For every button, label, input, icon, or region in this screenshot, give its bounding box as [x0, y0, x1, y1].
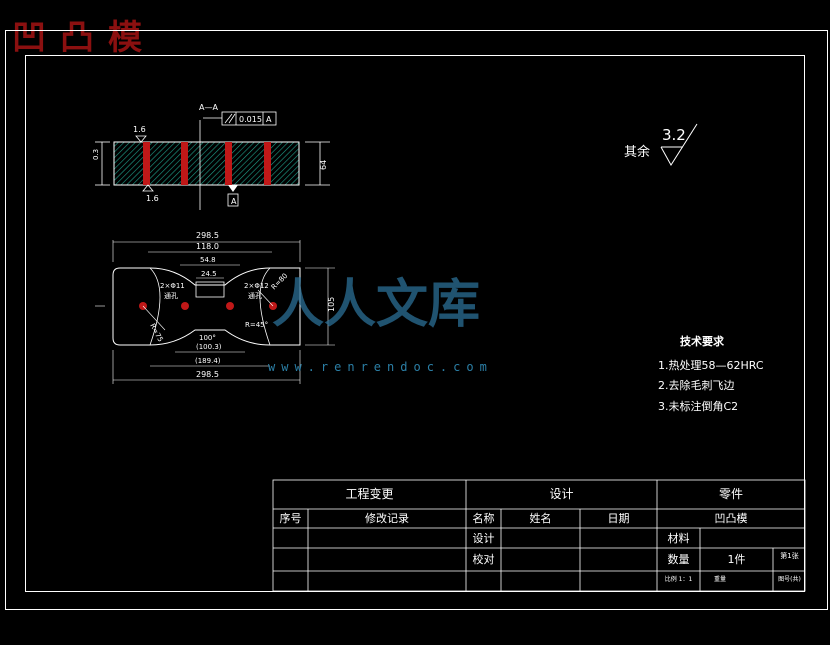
roughness-other-label: 其余: [624, 144, 650, 160]
section-slot-1: [143, 142, 150, 185]
tech-item-3: 3.未标注倒角C2: [658, 400, 739, 413]
dim-angle-right: R=45°: [245, 321, 268, 329]
dim-center-top: 54.8: [200, 256, 216, 264]
tech-item-2: 2.去除毛刺飞边: [658, 379, 735, 392]
roughness-left-top: 1.6: [133, 125, 146, 134]
roughness-left-bottom: 1.6: [146, 194, 159, 203]
tb-qty-label: 数量: [667, 553, 690, 566]
tolerance-datum: A: [266, 115, 272, 124]
dim-inner-width: 118.0: [196, 242, 219, 251]
watermark-url: www.renrendoc.com: [268, 360, 493, 374]
hole-right-inner: [226, 302, 234, 310]
hole-left-callout: 2×Φ11: [160, 282, 185, 290]
dim-bottom-mid: (189.4): [195, 357, 221, 365]
title-block-grid: [272, 479, 806, 592]
plan-view: [95, 240, 335, 384]
roughness-other-value: 3.2: [662, 126, 686, 144]
datum-label: A: [231, 197, 237, 206]
section-left-dim: 0.3: [92, 149, 100, 160]
section-height-dim: 64: [319, 160, 328, 170]
outer-border: [5, 30, 828, 610]
tb-checker: 校对: [472, 553, 495, 566]
tb-part-name: 凹凸模: [714, 512, 748, 525]
tech-heading: 技术要求: [680, 335, 724, 348]
tb-weight: 重量: [713, 576, 726, 583]
tb-seq: 序号: [279, 512, 302, 525]
tb-material: 材料: [667, 532, 690, 545]
tb-scale: 比例 1：1: [664, 576, 693, 583]
hole-right-callout: 2×Φ12: [244, 282, 269, 290]
tolerance-value: 0.015: [239, 115, 262, 124]
tb-page: 图号(共): [778, 576, 801, 583]
section-label: A—A: [199, 103, 218, 112]
section-slot-3: [225, 142, 232, 185]
tb-date: 日期: [607, 512, 630, 525]
dim-center-slot: 24.5: [201, 270, 217, 278]
tb-name: 名称: [472, 512, 495, 525]
hole-right-note: 通孔: [248, 291, 262, 300]
dim-overall-bottom: 298.5: [196, 370, 219, 379]
tb-designer: 设计: [472, 532, 495, 545]
inner-border: [25, 55, 805, 592]
radius-left: R=75: [148, 322, 164, 343]
hole-left-note: 通孔: [164, 291, 178, 300]
tb-eng-change: 工程变更: [345, 487, 394, 501]
tech-item-1: 1.热处理58—62HRC: [658, 359, 764, 372]
section-view: [95, 111, 330, 210]
tb-sheet: 第1张: [780, 552, 799, 560]
tb-person: 姓名: [529, 512, 552, 525]
tb-design: 设计: [549, 487, 574, 501]
tb-record: 修改记录: [365, 512, 409, 525]
dim-bottom-inner: (100.3): [196, 343, 222, 351]
dim-angle: 100°: [199, 334, 216, 342]
dim-height: 105: [327, 297, 336, 312]
drawing-title-stamp: 凹凸模: [12, 18, 156, 58]
tb-part: 零件: [718, 487, 743, 501]
section-slot-2: [181, 142, 188, 185]
section-slot-4: [264, 142, 271, 185]
watermark-text: 人人文库: [272, 274, 481, 335]
tb-qty-value: 1件: [727, 553, 746, 566]
hole-left-inner: [181, 302, 189, 310]
roughness-symbol: [660, 123, 698, 166]
dim-overall-top: 298.5: [196, 231, 219, 240]
